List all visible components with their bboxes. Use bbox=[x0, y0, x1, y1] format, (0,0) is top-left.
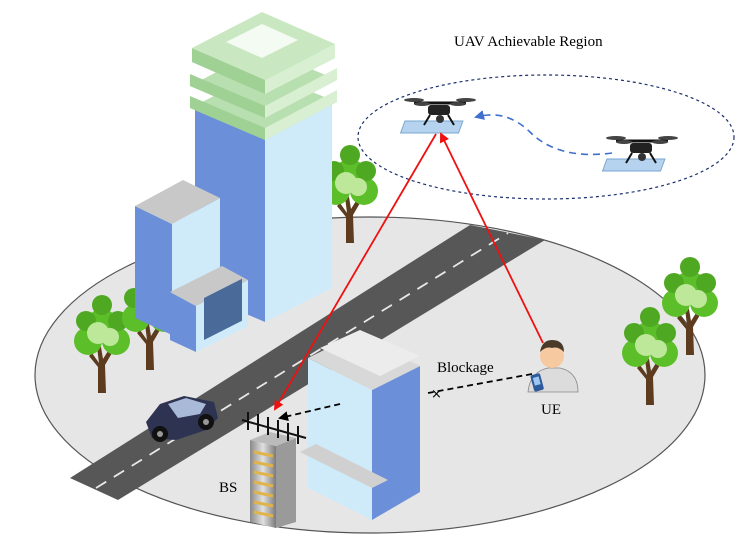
ue-label: UE bbox=[541, 402, 561, 418]
blockage-x-mark: × bbox=[431, 387, 442, 402]
base-station-antenna-icon bbox=[241, 412, 307, 444]
blockage-label: Blockage bbox=[437, 360, 494, 376]
uav-drone-icon bbox=[399, 96, 478, 135]
car-icon bbox=[146, 396, 218, 442]
uav-trajectory-arrow bbox=[474, 110, 613, 156]
skyscraper-icon bbox=[190, 12, 337, 322]
uav-to-bs-link bbox=[273, 133, 437, 411]
region-title: UAV Achievable Region bbox=[454, 34, 603, 50]
foreground-building bbox=[300, 330, 420, 520]
blocked-link-bs bbox=[278, 403, 341, 422]
blocked-link-ue bbox=[427, 373, 533, 394]
bs-building bbox=[250, 432, 296, 528]
bs-label: BS bbox=[219, 480, 237, 496]
uav-drone-icon bbox=[601, 134, 680, 173]
side-building bbox=[135, 180, 248, 352]
uav-achievable-region bbox=[357, 74, 735, 200]
ue-to-uav-link bbox=[440, 132, 544, 344]
user-equipment-person-icon bbox=[527, 340, 579, 393]
